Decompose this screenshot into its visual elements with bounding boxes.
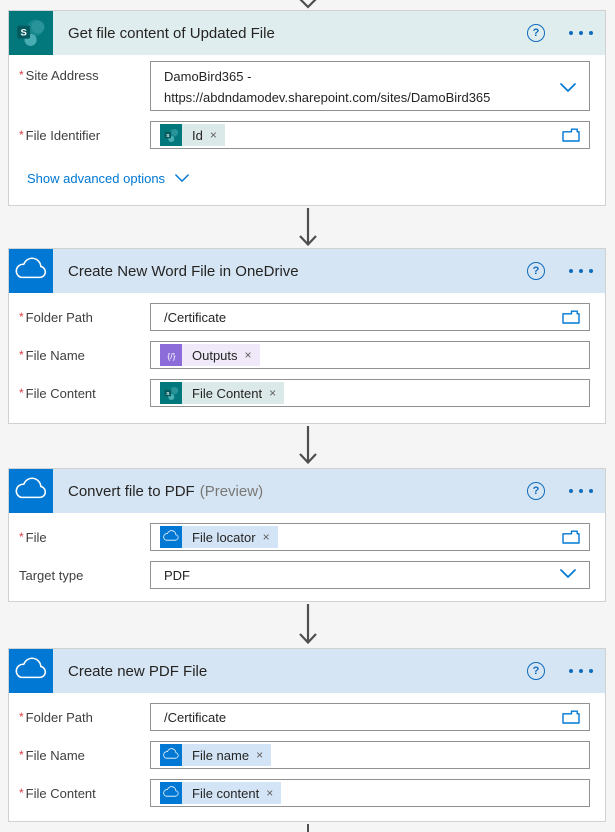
token-remove-icon[interactable]: ×	[256, 748, 264, 762]
onedrive-icon	[9, 249, 53, 293]
file-name-input[interactable]: File name ×	[150, 741, 590, 769]
site-address-dropdown[interactable]: DamoBird365 - https://abdndamodev.sharep…	[150, 61, 590, 111]
field-label-file-name: *File Name	[19, 748, 85, 763]
flow-arrow-2	[299, 426, 317, 464]
action-card-create-word-file: Create New Word File in OneDrive ? *Fold…	[8, 248, 606, 424]
action-card-convert-file-to-pdf: Convert file to PDF (Preview) ? *File Fi…	[8, 468, 606, 602]
site-address-value-line2: https://abdndamodev.sharepoint.com/sites…	[164, 90, 491, 105]
dynamic-content-token[interactable]: File content ×	[160, 782, 282, 804]
sharepoint-icon	[160, 124, 182, 146]
action-header[interactable]: Create New Word File in OneDrive ?	[9, 249, 605, 293]
action-header[interactable]: Create new PDF File ?	[9, 649, 605, 693]
onedrive-icon	[160, 782, 182, 804]
help-icon[interactable]: ?	[527, 662, 545, 680]
sharepoint-icon	[160, 382, 182, 404]
action-title: Create new PDF File	[68, 662, 208, 680]
file-identifier-input[interactable]: Id ×	[150, 121, 590, 149]
onedrive-icon	[160, 526, 182, 548]
onedrive-icon	[9, 469, 53, 513]
sharepoint-icon	[9, 11, 53, 55]
token-remove-icon[interactable]: ×	[262, 530, 270, 544]
action-header[interactable]: Get file content of Updated File ?	[9, 11, 605, 55]
action-title: Convert file to PDF	[68, 482, 195, 500]
field-label-folder-path: *Folder Path	[19, 710, 93, 725]
field-label-file-content: *File Content	[19, 386, 96, 401]
chevron-down-icon	[175, 174, 189, 182]
dynamic-content-token[interactable]: File Content ×	[160, 382, 285, 404]
folder-picker-icon[interactable]	[562, 310, 580, 324]
onedrive-icon	[9, 649, 53, 693]
help-icon[interactable]: ?	[527, 262, 545, 280]
file-content-input[interactable]: File Content ×	[150, 379, 590, 407]
show-advanced-options-link[interactable]: Show advanced options	[27, 171, 590, 186]
dynamic-content-token[interactable]: {/} Outputs ×	[160, 344, 260, 366]
token-remove-icon[interactable]: ×	[266, 786, 274, 800]
help-icon[interactable]: ?	[527, 482, 545, 500]
onedrive-icon	[160, 744, 182, 766]
dynamic-content-token[interactable]: Id ×	[160, 124, 225, 146]
field-label-target-type: Target type	[19, 568, 84, 583]
field-label-file: *File	[19, 530, 47, 545]
flow-arrow-1	[299, 208, 317, 246]
dynamic-content-token[interactable]: File name ×	[160, 744, 272, 766]
field-label-file-identifier: *File Identifier	[19, 128, 101, 143]
folder-path-input[interactable]: /Certificate	[150, 303, 590, 331]
file-content-input[interactable]: File content ×	[150, 779, 590, 807]
preview-badge: (Preview)	[199, 482, 264, 500]
field-label-folder-path: *Folder Path	[19, 310, 93, 325]
field-label-file-content: *File Content	[19, 786, 96, 801]
flow-arrow-3	[299, 604, 317, 644]
folder-picker-icon[interactable]	[562, 710, 580, 724]
action-title: Create New Word File in OneDrive	[68, 262, 299, 280]
token-remove-icon[interactable]: ×	[244, 348, 252, 362]
folder-picker-icon[interactable]	[562, 128, 580, 142]
file-input[interactable]: File locator ×	[150, 523, 590, 551]
chevron-down-icon[interactable]	[560, 566, 576, 584]
flow-arrow-bottom-stub	[307, 824, 309, 832]
file-name-input[interactable]: {/} Outputs ×	[150, 341, 590, 369]
svg-text:{/}: {/}	[167, 350, 175, 360]
ellipsis-menu-icon[interactable]	[569, 265, 593, 277]
dynamic-content-token[interactable]: File locator ×	[160, 526, 278, 548]
chevron-down-icon[interactable]	[560, 80, 576, 98]
flow-arrow-top	[299, 0, 317, 9]
ellipsis-menu-icon[interactable]	[569, 485, 593, 497]
folder-path-input[interactable]: /Certificate	[150, 703, 590, 731]
target-type-dropdown[interactable]: PDF	[150, 561, 590, 589]
token-remove-icon[interactable]: ×	[209, 128, 217, 142]
ellipsis-menu-icon[interactable]	[569, 27, 593, 39]
action-header[interactable]: Convert file to PDF (Preview) ?	[9, 469, 605, 513]
folder-picker-icon[interactable]	[562, 530, 580, 544]
field-label-site-address: *Site Address	[19, 68, 99, 83]
action-card-create-pdf-file: Create new PDF File ? *Folder Path /Cert…	[8, 648, 606, 822]
token-remove-icon[interactable]: ×	[269, 386, 277, 400]
field-label-file-name: *File Name	[19, 348, 85, 363]
help-icon[interactable]: ?	[527, 24, 545, 42]
action-title: Get file content of Updated File	[68, 24, 275, 42]
site-address-value-line1: DamoBird365 -	[164, 69, 252, 84]
action-card-get-file-content: Get file content of Updated File ? *Site…	[8, 10, 606, 206]
ellipsis-menu-icon[interactable]	[569, 665, 593, 677]
expression-icon: {/}	[160, 344, 182, 366]
